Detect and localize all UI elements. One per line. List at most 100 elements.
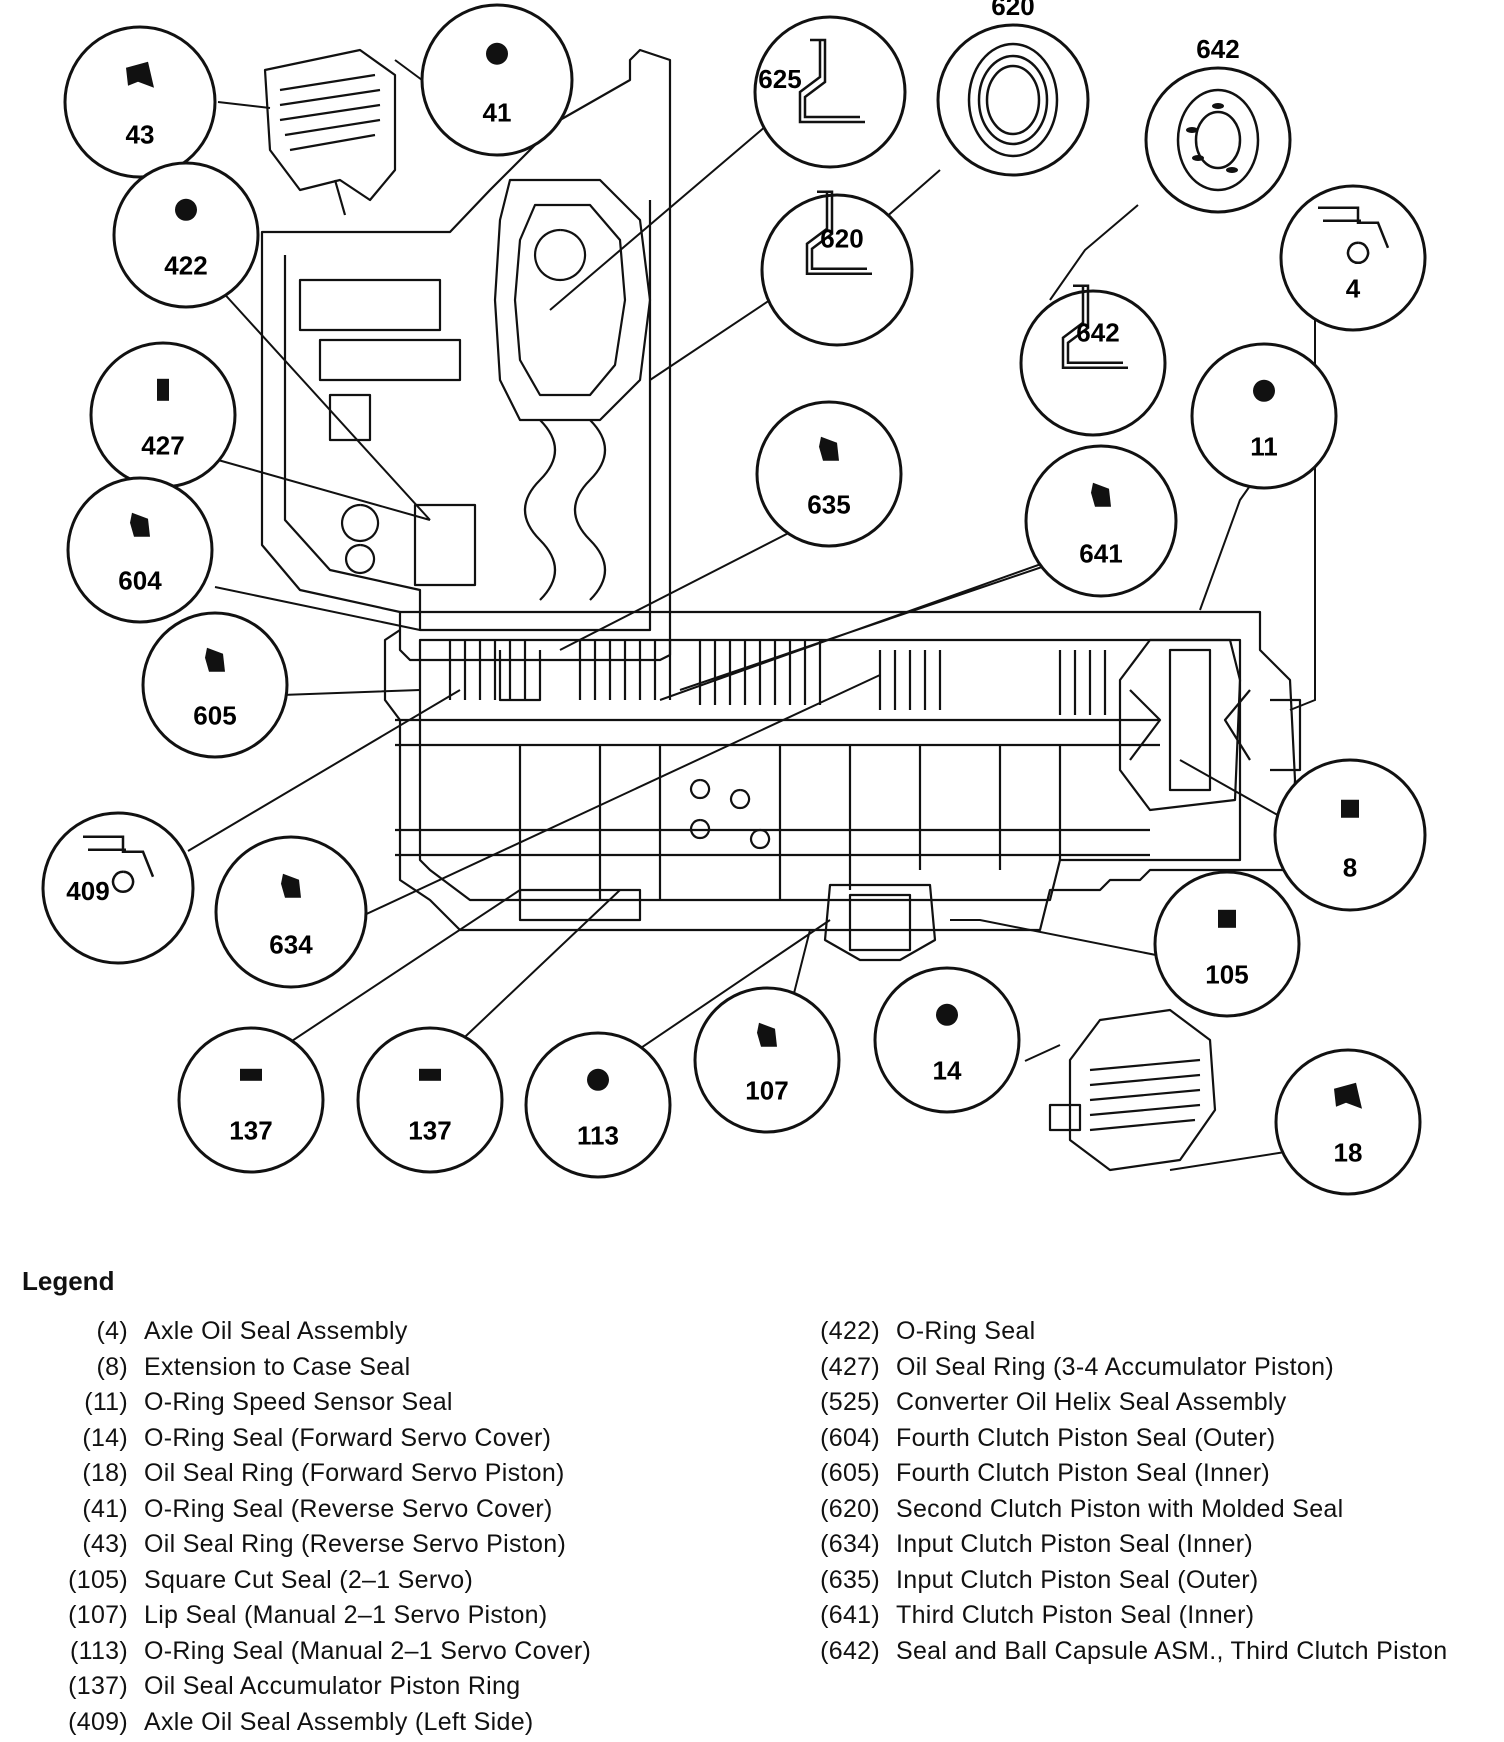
callout-circle xyxy=(177,1026,325,1174)
legend-item-number: (4) xyxy=(96,1317,128,1345)
seal-shape-icon xyxy=(798,38,865,124)
legend-item-description: O-Ring Seal xyxy=(896,1317,1036,1345)
legend-item-number: (604) xyxy=(820,1423,880,1452)
legend-item-number: (634) xyxy=(820,1530,880,1558)
callout-circle xyxy=(755,400,903,548)
callout-circle xyxy=(1190,342,1338,490)
callout-number: 635 xyxy=(807,490,850,520)
callout-41: 41 xyxy=(420,3,574,157)
callout-number: 422 xyxy=(164,251,207,281)
legend-item-description: Input Clutch Piston Seal (Outer) xyxy=(896,1565,1259,1594)
seal-shape-icon xyxy=(130,512,150,537)
callout-number: 8 xyxy=(1343,852,1357,882)
legend-item-number: (642) xyxy=(820,1636,880,1665)
callout-circle xyxy=(1024,444,1178,598)
seal-view-icon xyxy=(1176,88,1260,192)
callout-641: 641 xyxy=(1024,444,1178,598)
legend-item: (635) Input Clutch Piston Seal (Outer) xyxy=(800,1565,1460,1595)
legend-item: (14)O-Ring Seal (Forward Servo Cover) xyxy=(50,1423,670,1453)
callout-circle xyxy=(63,25,217,179)
legend-item-description: Lip Seal (Manual 2–1 Servo Piston) xyxy=(144,1601,548,1629)
callout-number: 409 xyxy=(66,876,109,906)
callout-409: 409 xyxy=(41,811,195,965)
legend-item-description: Second Clutch Piston with Molded Seal xyxy=(896,1494,1344,1523)
callout-number: 113 xyxy=(577,1121,619,1151)
callout-605: 605 xyxy=(141,611,289,759)
seal-shape-icon xyxy=(175,198,197,221)
seal-shape-icon xyxy=(126,61,154,88)
callout-circle xyxy=(524,1031,672,1179)
callout-circle xyxy=(1279,184,1427,332)
legend-item-number: (422) xyxy=(820,1317,880,1345)
seal-shape-icon xyxy=(419,1068,441,1081)
callout-number: 620 xyxy=(991,0,1034,21)
callout-427: 427 xyxy=(89,341,237,489)
seal-shape-icon xyxy=(1061,284,1128,370)
callout-circle xyxy=(356,1026,504,1174)
callout-113: 113 xyxy=(524,1031,672,1179)
legend-item-number: (41) xyxy=(82,1494,128,1523)
seal-shape-icon xyxy=(83,835,155,893)
legend-item-number: (605) xyxy=(820,1459,880,1487)
callout-circle xyxy=(214,835,368,989)
legend-left-column: (4)Axle Oil Seal Assembly(8)Extension to… xyxy=(50,1316,670,1742)
callout-circle xyxy=(1153,870,1301,1018)
legend-item-number: (525) xyxy=(820,1388,880,1416)
callout-circle xyxy=(420,3,574,157)
legend-item-number: (635) xyxy=(820,1565,880,1594)
legend-item-description: Third Clutch Piston Seal (Inner) xyxy=(896,1601,1255,1629)
legend-item: (422) O-Ring Seal xyxy=(800,1316,1460,1346)
callout-14: 14 xyxy=(873,966,1021,1114)
callout-422: 422 xyxy=(112,161,260,309)
legend-title: Legend xyxy=(22,1266,115,1296)
legend-item: (641)Third Clutch Piston Seal (Inner) xyxy=(800,1600,1460,1630)
callout-number: 18 xyxy=(1334,1138,1363,1168)
callout-635: 635 xyxy=(755,400,903,548)
callout-circle xyxy=(873,966,1021,1114)
legend-item-number: (137) xyxy=(68,1672,128,1700)
seal-shape-icon xyxy=(1341,799,1359,818)
seal-shape-icon xyxy=(281,873,301,898)
transmission-cutaway xyxy=(260,48,1302,1172)
legend-right-column: (422)O-Ring Seal(427)Oil Seal Ring (3-4 … xyxy=(800,1316,1460,1671)
legend-item: (11) O-Ring Speed Sensor Seal xyxy=(50,1387,670,1417)
callout-number: 11 xyxy=(1250,432,1278,462)
transmission-seal-diagram: 4341625620642422620442764211635641604605… xyxy=(41,0,1427,1196)
callout-circle xyxy=(1274,1048,1422,1196)
legend-item-description: Square Cut Seal (2–1 Servo) xyxy=(144,1565,474,1594)
callout-number: 4 xyxy=(1346,274,1361,304)
legend-item-number: (8) xyxy=(96,1352,128,1381)
callout-4: 4 xyxy=(1279,184,1427,332)
legend-item-number: (43) xyxy=(82,1530,128,1558)
callout-circle xyxy=(41,811,195,965)
callout-circle xyxy=(66,476,214,624)
seal-shape-icon xyxy=(757,1022,777,1047)
legend-item: (113)O-Ring Seal (Manual 2–1 Servo Cover… xyxy=(50,1636,670,1666)
callout-number: 634 xyxy=(269,929,313,959)
legend-item: (8)Extension to Case Seal xyxy=(50,1352,670,1382)
callout-620: 620 xyxy=(936,0,1090,177)
callout-number: 105 xyxy=(1205,960,1248,990)
callout-8: 8 xyxy=(1273,758,1427,912)
legend-item: (620)Second Clutch Piston with Molded Se… xyxy=(800,1494,1460,1524)
callout-number: 41 xyxy=(483,97,512,127)
callout-number: 642 xyxy=(1076,317,1119,347)
callout-620: 620 xyxy=(760,190,914,347)
callout-634: 634 xyxy=(214,835,368,989)
callout-number: 43 xyxy=(126,119,155,149)
callout-number: 137 xyxy=(229,1116,272,1146)
callout-625: 625 xyxy=(753,15,907,169)
callout-137: 137 xyxy=(356,1026,504,1174)
callout-642: 642 xyxy=(1019,284,1167,437)
legend-item-description: Axle Oil Seal Assembly (Left Side) xyxy=(144,1707,534,1736)
legend-item: (43)Oil Seal Ring (Reverse Servo Piston) xyxy=(50,1529,670,1559)
callout-number: 641 xyxy=(1079,538,1122,568)
legend-item-number: (11) xyxy=(84,1388,128,1416)
callout-circle xyxy=(89,341,237,489)
seal-shape-icon xyxy=(486,42,508,65)
legend-item-description: O-Ring Speed Sensor Seal xyxy=(144,1388,453,1416)
callout-number: 604 xyxy=(118,566,162,596)
legend-item: (604)Fourth Clutch Piston Seal (Outer) xyxy=(800,1423,1460,1453)
legend-item: (525)Converter Oil Helix Seal Assembly xyxy=(800,1387,1460,1417)
callout-number: 14 xyxy=(933,1056,962,1086)
